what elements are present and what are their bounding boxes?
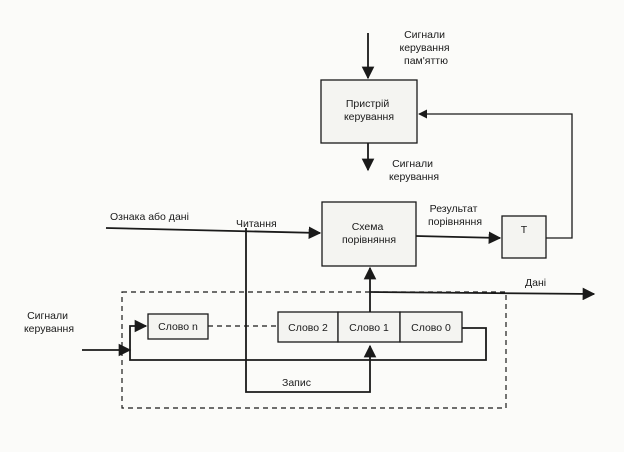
comparison-circuit-box: [321, 201, 417, 267]
read-write-line: [245, 228, 377, 393]
data-output-arrow: [369, 287, 596, 301]
memory-array-frame: [121, 291, 507, 409]
feature-input-arrow: [105, 226, 322, 240]
word-0-label: Слово 0: [411, 322, 451, 334]
feedback-line: [418, 109, 573, 239]
control-unit-label: Пристрій керування: [344, 98, 394, 123]
feature-or-data-label: Ознака або дані: [110, 211, 189, 223]
word-n-label: Слово n: [158, 321, 198, 333]
word-n-box: [147, 313, 209, 340]
control-signals-left-label: Сигнали керування: [24, 310, 74, 335]
word-0-box: [399, 311, 463, 343]
control-signals-top-label: Сигнали керування: [389, 158, 439, 183]
comparison-result-label: Результат порівняння: [428, 203, 482, 228]
write-label: Запис: [282, 377, 311, 389]
word-2-label: Слово 2: [288, 322, 328, 334]
comparison-result-arrow: [415, 231, 502, 245]
memory-control-signals-label: Сигнали керування пам'яттю: [399, 29, 452, 67]
t-block-box: [501, 215, 547, 259]
read-label: Читання: [236, 218, 277, 230]
word-1-label: Слово 1: [349, 322, 389, 334]
t-block-label: T: [521, 224, 528, 236]
word-1-box: [337, 311, 401, 343]
control-unit-box: [320, 79, 418, 144]
data-label: Дані: [525, 277, 546, 289]
shift-loop-line: [129, 319, 487, 361]
comparison-circuit-label: Схема порівняння: [342, 221, 396, 246]
word-2-box: [277, 311, 339, 343]
